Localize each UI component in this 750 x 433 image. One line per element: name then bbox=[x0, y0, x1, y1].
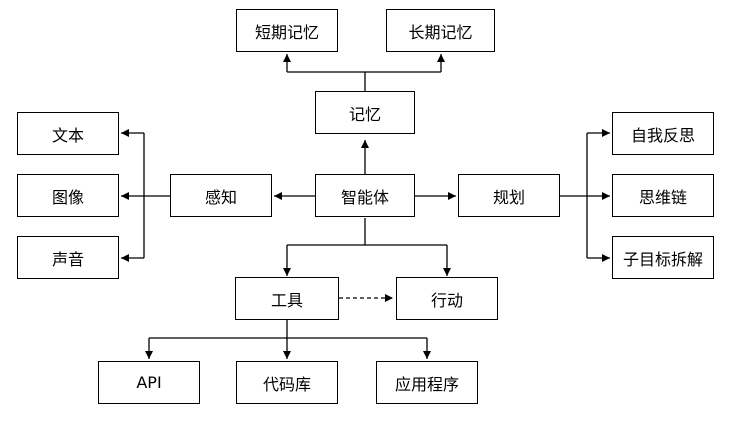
node-application: 应用程序 bbox=[376, 361, 478, 404]
node-memory: 记忆 bbox=[315, 91, 415, 134]
node-agent: 智能体 bbox=[315, 174, 415, 217]
node-self-reflection: 自我反思 bbox=[612, 112, 714, 155]
node-image: 图像 bbox=[17, 174, 119, 217]
node-audio: 声音 bbox=[17, 236, 119, 279]
node-planning: 规划 bbox=[458, 174, 560, 217]
node-chain-of-thought: 思维链 bbox=[612, 174, 714, 217]
node-long-term-memory: 长期记忆 bbox=[386, 9, 495, 52]
node-perception: 感知 bbox=[170, 174, 272, 217]
node-action: 行动 bbox=[396, 277, 498, 320]
node-short-term-memory: 短期记忆 bbox=[236, 9, 338, 52]
node-api: API bbox=[98, 361, 200, 404]
node-subgoal-decomposition: 子目标拆解 bbox=[612, 236, 714, 279]
node-code-library: 代码库 bbox=[236, 361, 338, 404]
node-tools: 工具 bbox=[235, 277, 339, 320]
node-text: 文本 bbox=[17, 112, 119, 155]
